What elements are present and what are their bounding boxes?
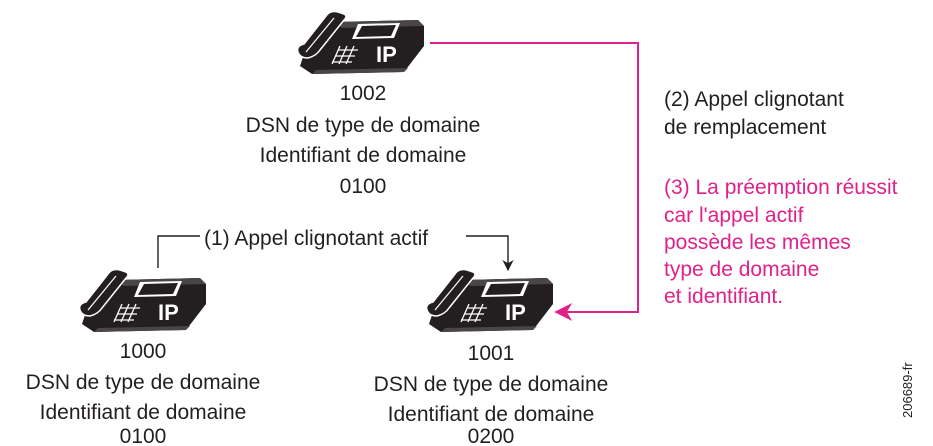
active-call-label: (1) Appel clignotant actif: [204, 227, 428, 250]
domain-id-value: 0100: [120, 425, 167, 446]
ip-badge: IP: [376, 42, 397, 67]
note-line: (3) La préemption réussit: [664, 176, 898, 199]
ip-phone-icon: IP: [425, 268, 554, 333]
figure-id: 206689-fr: [900, 362, 915, 418]
domain-id-label: Identifiant de domaine: [40, 401, 247, 424]
replacement-call-arrow: [430, 42, 639, 321]
active-call-arrow: (1) Appel clignotant actif: [157, 226, 514, 272]
note-line: type de domaine: [664, 258, 819, 281]
dsn-label: DSN de type de domaine: [26, 371, 261, 394]
dsn-label: DSN de type de domaine: [374, 373, 609, 396]
phone-1002: IP 1002 DSN de type de domaine Identifia…: [246, 10, 481, 198]
ip-badge: IP: [505, 300, 526, 325]
ip-phone-icon: IP: [78, 268, 207, 333]
phone-1000: IP 1000 DSN de type de domaine Identifia…: [26, 268, 261, 446]
domain-id-label: Identifiant de domaine: [388, 403, 595, 426]
phone-1001: IP 1001 DSN de type de domaine Identifia…: [374, 268, 609, 446]
ip-phone-icon: IP: [296, 10, 425, 75]
dsn-label: DSN de type de domaine: [246, 114, 481, 137]
phone-number: 1002: [340, 82, 387, 105]
note-line: possède les mêmes: [664, 231, 851, 254]
domain-id-value: 0200: [468, 425, 515, 446]
preemption-note: (3) La préemption réussit car l'appel ac…: [664, 176, 898, 308]
domain-id-label: Identifiant de domaine: [260, 144, 467, 167]
replacement-call-label: (2) Appel clignotant de remplacement: [664, 88, 844, 139]
replacement-call-line: (2) Appel clignotant: [664, 88, 844, 111]
domain-id-value: 0100: [340, 175, 387, 198]
note-line: et identifiant.: [664, 285, 783, 308]
phone-number: 1000: [120, 340, 167, 363]
phone-number: 1001: [468, 342, 515, 365]
note-line: car l'appel actif: [664, 204, 804, 227]
replacement-call-line: de remplacement: [664, 116, 826, 139]
ip-badge: IP: [158, 300, 179, 325]
